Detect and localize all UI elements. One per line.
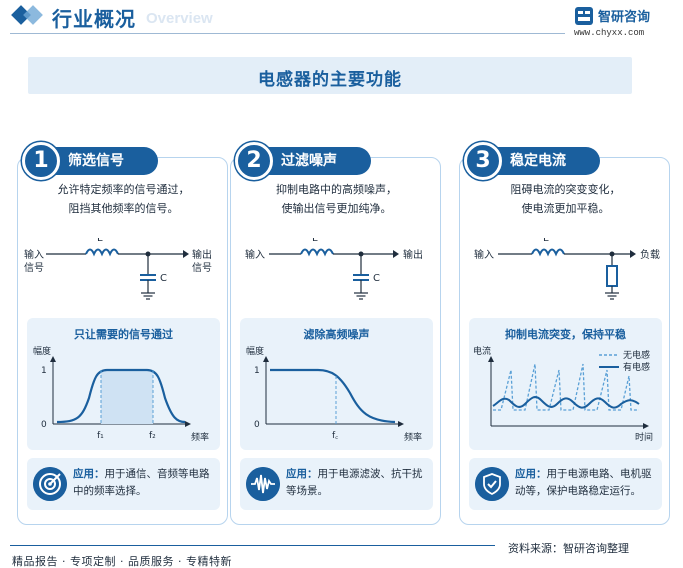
application-box: 应用：用于通信、音频等电路中的频率选择。 — [27, 458, 220, 510]
application-label: 应用： — [73, 468, 105, 480]
x-axis-label: 时间 — [635, 431, 653, 443]
bandpass-chart-panel: 只让需要的信号通过 幅度 1 0 f₁ f₂ 频率 — [27, 318, 220, 450]
current-with-inductor — [492, 396, 640, 409]
description-line: 使输出信号更加纯净。 — [281, 202, 392, 215]
bandpass-chart: 幅度 1 0 f₁ f₂ 频率 — [33, 345, 209, 443]
inductor-label: L — [97, 238, 103, 244]
card-description: 允许特定频率的信号通过， 阻挡其他频率的信号。 — [26, 180, 221, 218]
legend-solid-label: 有电感 — [623, 361, 650, 373]
card-number: 1 — [22, 142, 60, 180]
circuit-input-label: 输入 — [245, 248, 265, 261]
card-number: 2 — [235, 142, 273, 180]
card-number: 3 — [464, 142, 502, 180]
diamond-icon — [23, 5, 43, 25]
card-title: 筛选信号 — [46, 147, 158, 175]
y-tick-label: 1 — [254, 366, 260, 376]
circuit-input-label: 输入 — [474, 248, 494, 261]
card-filter-noise: 过滤噪声 2 抑制电路中的高频噪声， 使输出信号更加纯净。 输入 L C 输出 … — [230, 142, 441, 525]
shield-check-icon — [475, 467, 509, 501]
inductor-label: L — [543, 238, 549, 244]
response-curve — [56, 368, 186, 424]
lc-lowpass-circuit: 输入 L C 输出 — [245, 238, 423, 300]
f2-label: f₂ — [149, 431, 156, 441]
inductor-symbol — [531, 248, 565, 257]
x-axis-label: 频率 — [404, 431, 422, 443]
response-curve — [270, 368, 396, 424]
application-description: 用于电源电路、电机驱动等，保护电路稳定运行。 — [515, 468, 652, 497]
circuit-input-label: 输入 — [24, 248, 44, 261]
waveform-icon — [246, 467, 280, 501]
chart-title: 抑制电流突变，保持平稳 — [505, 328, 626, 341]
current-chart-panel: 抑制电流突变，保持平稳 电流 无电感 有电感 时间 — [469, 318, 662, 450]
capacitor-label: C — [160, 273, 167, 284]
current-without-inductor — [493, 363, 639, 411]
circuit-output-label: 输出 — [192, 248, 212, 261]
chart-title: 只让需要的信号通过 — [74, 328, 173, 341]
application-text: 应用：用于通信、音频等电路中的频率选择。 — [73, 466, 216, 500]
application-box: 应用：用于电源滤波、抗干扰等场景。 — [240, 458, 433, 510]
circuit-load-label: 负载 — [640, 248, 660, 261]
card-description: 抑制电路中的高频噪声， 使输出信号更加纯净。 — [239, 180, 434, 218]
header-divider — [10, 33, 565, 34]
inductor-symbol — [300, 248, 334, 257]
application-description: 用于电源滤波、抗干扰等场景。 — [286, 468, 423, 497]
y-axis-label: 幅度 — [33, 345, 51, 357]
chart-title: 滤除高频噪声 — [303, 328, 370, 341]
circuit-output-label: 信号 — [192, 262, 212, 274]
data-source: 资料来源：智研咨询整理 — [508, 542, 629, 555]
main-title-banner: 电感器的主要功能 — [28, 57, 632, 94]
description-line: 抑制电路中的高频噪声， — [276, 183, 397, 196]
y-axis-label: 幅度 — [246, 345, 264, 357]
resistor-symbol — [606, 265, 618, 287]
target-icon — [33, 467, 67, 501]
description-line: 阻碍电流的突变变化， — [510, 183, 621, 196]
description-line: 使电流更加平稳。 — [521, 202, 610, 215]
section-title: 行业概况 — [52, 7, 136, 31]
inductor-label: L — [312, 238, 318, 244]
application-label: 应用： — [286, 468, 318, 480]
description-line: 阻挡其他频率的信号。 — [68, 202, 179, 215]
inductor-load-circuit: 输入 L 负载 — [474, 238, 660, 300]
application-description: 用于通信、音频等电路中的频率选择。 — [73, 468, 210, 497]
capacitor-label: C — [373, 273, 380, 284]
x-axis-label: 频率 — [191, 431, 209, 443]
application-text: 应用：用于电源电路、电机驱动等，保护电路稳定运行。 — [515, 466, 658, 500]
y-axis-label: 电流 — [473, 345, 491, 357]
legend-dashed-label: 无电感 — [623, 349, 650, 361]
footer-tagline: 精品报告 · 专项定制 · 品质服务 · 专精特新 — [12, 555, 232, 568]
application-box: 应用：用于电源电路、电机驱动等，保护电路稳定运行。 — [469, 458, 662, 510]
circuit-input-label: 信号 — [24, 262, 44, 274]
passband-area — [101, 370, 153, 424]
circuit-output-label: 输出 — [403, 248, 423, 261]
lowpass-chart: 幅度 1 0 f꜀ 频率 — [246, 345, 422, 443]
description-line: 允许特定频率的信号通过， — [57, 183, 190, 196]
application-label: 应用： — [515, 468, 547, 480]
brand-name: 智研咨询 — [598, 10, 651, 25]
card-title: 过滤噪声 — [259, 147, 371, 175]
page-header: 行业概况 Overview 智研咨询 www.chyxx.com — [0, 0, 683, 38]
brand-logo-icon — [575, 7, 593, 25]
inductor-symbol — [85, 248, 119, 257]
y-tick-label: 0 — [41, 420, 47, 430]
section-subtitle: Overview — [146, 10, 213, 27]
card-title: 稳定电流 — [488, 147, 600, 175]
application-text: 应用：用于电源滤波、抗干扰等场景。 — [286, 466, 429, 500]
lc-filter-circuit: 输入 信号 L C 输出 信号 — [24, 238, 212, 300]
y-tick-label: 1 — [41, 366, 47, 376]
card-filter-signal: 筛选信号 1 允许特定频率的信号通过， 阻挡其他频率的信号。 输入 信号 L C… — [17, 142, 228, 525]
footer-divider — [10, 545, 495, 546]
brand-url: www.chyxx.com — [574, 28, 645, 38]
fc-label: f꜀ — [332, 431, 338, 441]
f1-label: f₁ — [97, 431, 104, 441]
current-chart: 电流 无电感 有电感 时间 — [473, 345, 653, 443]
card-description: 阻碍电流的突变变化， 使电流更加平稳。 — [468, 180, 663, 218]
lowpass-chart-panel: 滤除高频噪声 幅度 1 0 f꜀ 频率 — [240, 318, 433, 450]
y-tick-label: 0 — [254, 420, 260, 430]
main-title: 电感器的主要功能 — [258, 70, 402, 90]
card-stabilize-current: 稳定电流 3 阻碍电流的突变变化， 使电流更加平稳。 输入 L 负载 抑制电流突… — [459, 142, 670, 525]
